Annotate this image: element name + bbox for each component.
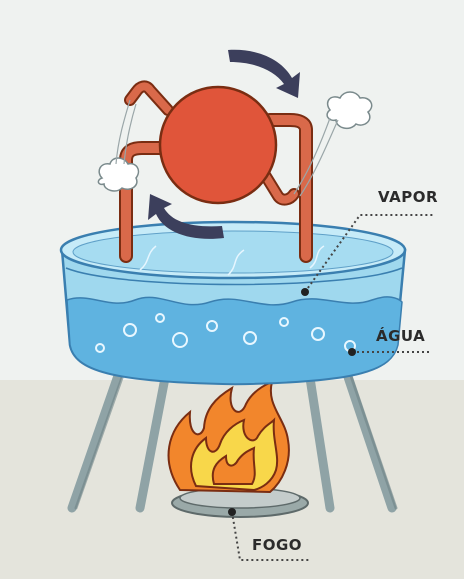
label-vapor: VAPOR [378, 188, 438, 206]
label-fogo: FOGO [252, 536, 302, 554]
rotating-sphere [160, 87, 276, 203]
label-agua: ÁGUA [376, 327, 425, 345]
